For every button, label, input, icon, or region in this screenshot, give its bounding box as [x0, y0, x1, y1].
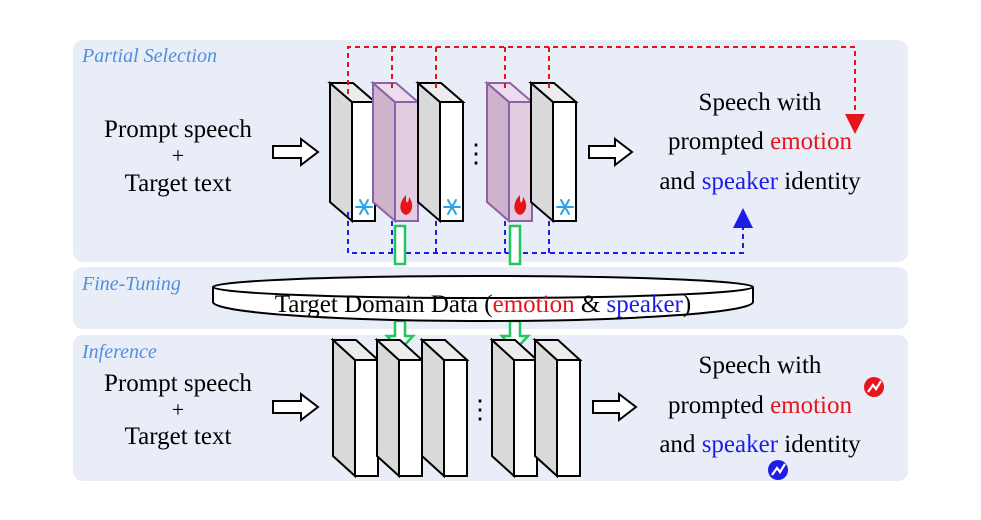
flame-icon	[514, 195, 527, 215]
green-arrow-down	[393, 224, 407, 266]
input-arrow-top	[272, 136, 320, 168]
input-line-2: Target text	[125, 423, 232, 450]
output-line-3: and speaker identity	[659, 168, 861, 195]
output-line-1: Speech with	[699, 89, 822, 116]
section-label-inference: Inference	[81, 341, 157, 363]
layer-stack-bottom	[330, 337, 583, 479]
emotion-word: emotion	[770, 128, 852, 155]
target-domain-data-disk	[212, 275, 754, 322]
emotion-word: emotion	[770, 392, 852, 419]
layer-stack-top	[327, 80, 579, 224]
emotion-badge-icon	[864, 377, 884, 397]
data-emotion: emotion	[493, 291, 575, 318]
input-arrow-bottom	[272, 391, 320, 423]
output-arrow-top	[588, 136, 634, 168]
ellipsis-bottom: ⋮	[467, 395, 493, 424]
target-domain-data-label: Target Domain Data (emotion & speaker)	[275, 291, 691, 318]
layer-inference-4	[489, 337, 540, 479]
input-line-2: Target text	[125, 170, 232, 197]
layer-frozen-2	[415, 80, 466, 224]
speaker-word: speaker	[702, 168, 779, 195]
output-line-2: prompted emotion	[668, 392, 853, 419]
output-line-2: prompted emotion	[668, 128, 853, 155]
output-text-top: Speech with prompted emotion and speaker…	[659, 89, 861, 195]
snowflake-icon	[355, 199, 373, 215]
input-line-1: Prompt speech	[104, 116, 252, 143]
speaker-dashed-connector	[347, 208, 753, 254]
input-line-1: Prompt speech	[104, 370, 252, 397]
ellipsis-top: ⋮	[463, 139, 489, 168]
layer-inference-2	[374, 337, 425, 479]
input-plus: +	[172, 143, 184, 168]
layer-inference-3	[419, 337, 470, 479]
flame-icon	[400, 195, 413, 215]
section-label-fine-tuning: Fine-Tuning	[81, 273, 181, 295]
input-text-bottom: Prompt speech + Target text	[104, 370, 252, 450]
layer-tuned-2	[484, 80, 535, 224]
panel-inference	[73, 335, 908, 481]
layer-frozen-3	[528, 80, 579, 224]
input-text-top: Prompt speech + Target text	[104, 116, 252, 197]
snowflake-icon	[556, 199, 574, 215]
layer-frozen-1	[327, 80, 378, 224]
green-arrow-down	[508, 224, 522, 266]
layer-inference-1	[330, 337, 381, 479]
output-arrow-bottom	[592, 391, 638, 423]
data-speaker: speaker	[607, 291, 684, 318]
speaker-word: speaker	[702, 431, 779, 458]
input-plus: +	[172, 397, 184, 422]
emotion-dashed-connector	[347, 46, 865, 134]
output-line-3: and speaker identity	[659, 431, 861, 458]
output-line-1: Speech with	[699, 352, 822, 379]
speaker-badge-icon	[768, 460, 788, 480]
section-label-partial-selection: Partial Selection	[81, 45, 217, 67]
output-text-bottom: Speech with prompted emotion and speaker…	[659, 352, 861, 458]
layer-tuned-1	[370, 80, 421, 224]
snowflake-icon	[443, 199, 461, 215]
layer-inference-5	[532, 337, 583, 479]
